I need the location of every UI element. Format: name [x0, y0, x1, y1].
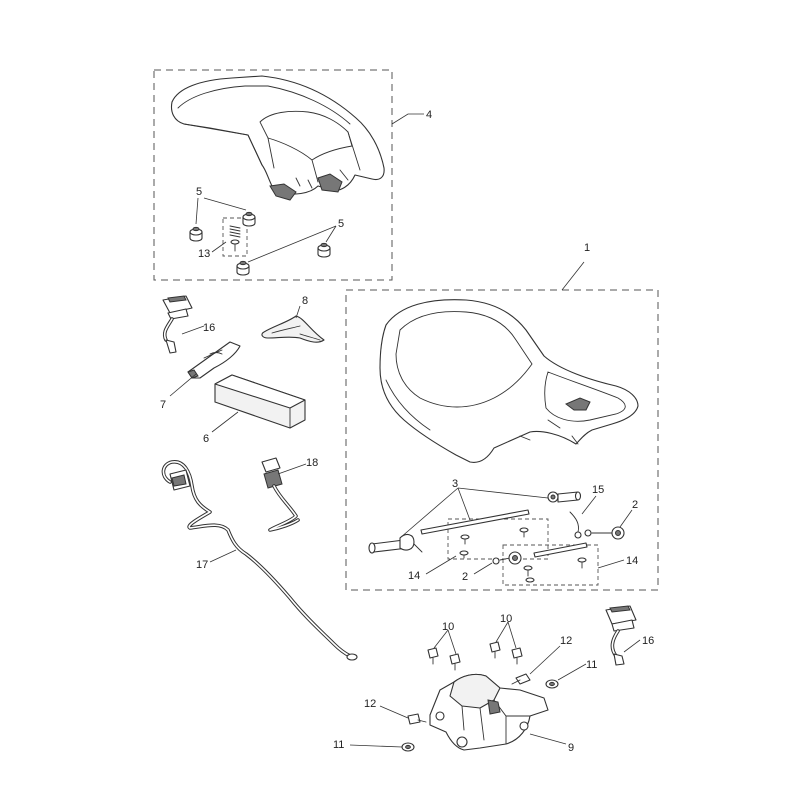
part-16-connector-right	[605, 605, 637, 666]
group-box-rider-seat	[345, 289, 659, 591]
callout-17: 17	[196, 559, 208, 571]
bolt-10-b	[449, 653, 461, 671]
group-box-pillion-seat	[153, 69, 393, 281]
part-7-strap	[187, 341, 241, 379]
bolt-10-d	[511, 647, 523, 665]
rubber-bumper-1	[189, 226, 203, 242]
rubber-bumper-3	[317, 242, 331, 258]
callout-labels: 4 5 5 13 1 16 8 7 6 18 17 3 15 2 14 2 14…	[160, 109, 654, 754]
group-box-fixing-right	[502, 544, 599, 586]
leader-lines	[169, 113, 641, 748]
callout-11-lower: 11	[333, 739, 344, 751]
callout-7: 7	[160, 399, 166, 411]
rubber-bumper-4	[236, 260, 250, 276]
callout-5-upper: 5	[196, 186, 202, 198]
callout-10-right: 10	[500, 613, 512, 625]
callout-4: 4	[426, 109, 432, 121]
callout-14-right: 14	[626, 555, 638, 567]
pillion-seat	[170, 75, 385, 201]
callout-15: 15	[592, 484, 604, 496]
callout-2-center: 2	[462, 571, 468, 583]
part-6-pad	[214, 374, 306, 429]
fixing-rod-assembly	[368, 491, 582, 554]
callout-6: 6	[203, 433, 209, 445]
grommet-2-center	[492, 551, 522, 565]
clip-12-a	[511, 673, 531, 685]
callout-16-right: 16	[642, 635, 654, 647]
callout-11-upper: 11	[586, 659, 597, 671]
part-17-harness	[161, 460, 358, 661]
clip-12-b	[407, 713, 427, 725]
rubber-bumper-2	[242, 211, 256, 227]
spring-and-pin	[229, 225, 241, 252]
callout-16-left: 16	[203, 322, 215, 334]
callout-9: 9	[568, 742, 574, 754]
callout-12-lower: 12	[364, 698, 376, 710]
nut-11-a	[545, 679, 559, 689]
callout-1: 1	[584, 242, 590, 254]
fastener-set-14a	[459, 527, 529, 559]
callout-12-upper: 12	[560, 635, 572, 647]
part-18-harness	[261, 457, 300, 532]
rider-seat	[379, 299, 639, 463]
grommet-2-right	[584, 526, 625, 540]
callout-18: 18	[306, 457, 318, 469]
callout-13: 13	[198, 248, 210, 260]
callout-8: 8	[302, 295, 308, 307]
bolt-10-c	[489, 641, 501, 659]
seat-bracket	[429, 673, 549, 751]
fastener-set-14b	[523, 557, 587, 583]
group-box-bumper-spring	[222, 217, 248, 257]
nut-11-b	[401, 742, 415, 752]
heater-connector-left	[162, 295, 193, 354]
bolt-10-a	[427, 647, 439, 665]
callout-10-left: 10	[442, 621, 454, 633]
part-8-strip	[261, 315, 325, 343]
callout-14-left: 14	[408, 570, 420, 582]
callout-3: 3	[452, 478, 458, 490]
rod-15	[533, 511, 588, 558]
callout-5-lower: 5	[338, 218, 344, 230]
callout-2-right: 2	[632, 499, 638, 511]
